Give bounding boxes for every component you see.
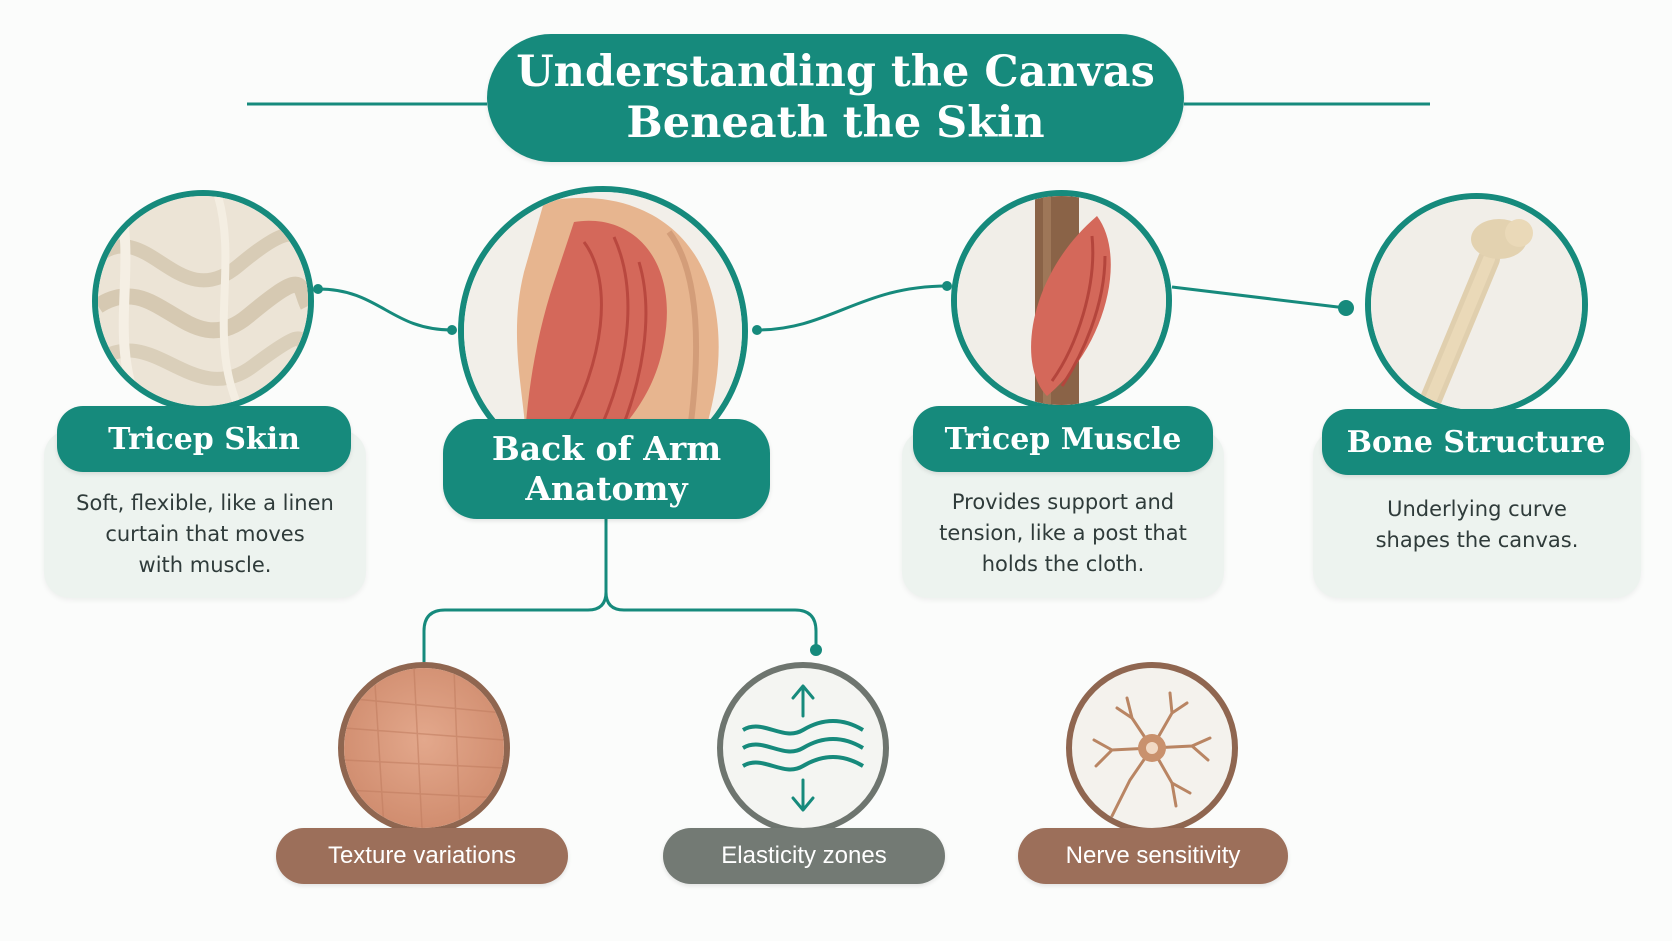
- connector-skin-center: [317, 287, 453, 332]
- description-line: Soft, flexible, like a linen: [76, 491, 334, 515]
- connector-muscle-bone: [1171, 285, 1347, 310]
- label-tricep-skin: Tricep Skin: [57, 406, 351, 472]
- sub-label-nerve-sensitivity: Nerve sensitivity: [1018, 828, 1288, 884]
- description-line: curtain that moves: [105, 522, 305, 546]
- page-title: Understanding the Canvas Beneath the Ski…: [487, 34, 1184, 162]
- sub-label-elasticity-zones: Elasticity zones: [663, 828, 945, 884]
- label-bone-structure: Bone Structure: [1322, 409, 1630, 475]
- center-label-line-2: Anatomy: [525, 469, 688, 508]
- neuron-icon: [1066, 662, 1238, 834]
- connector-center-elasticity: [604, 591, 818, 646]
- sub-label-texture-variations: Texture variations: [276, 828, 568, 884]
- description-line: holds the cloth.: [981, 552, 1145, 576]
- linen-fabric-icon: [92, 190, 314, 412]
- label-tricep-muscle: Tricep Muscle: [913, 406, 1213, 472]
- description-line: Provides support and: [951, 490, 1175, 514]
- connector-center-muscle: [756, 284, 948, 332]
- description-line: tension, like a post that: [939, 521, 1187, 545]
- description-tricep-skin: Soft, flexible, like a linen curtain tha…: [44, 488, 366, 581]
- title-line-2: Beneath the Skin: [626, 98, 1045, 148]
- description-tricep-muscle: Provides support and tension, like a pos…: [902, 487, 1224, 580]
- skin-texture-icon: [338, 662, 510, 834]
- description-bone-structure: Underlying curve shapes the canvas.: [1313, 494, 1641, 556]
- wave-arrows-icon: [717, 662, 889, 834]
- connector-center-texture: [422, 519, 608, 662]
- muscle-on-post-icon: [951, 190, 1172, 411]
- description-line: shapes the canvas.: [1375, 528, 1579, 552]
- bone-icon: [1365, 193, 1588, 416]
- center-label-back-of-arm-anatomy: Back of Arm Anatomy: [443, 419, 770, 519]
- description-line: Underlying curve: [1387, 497, 1567, 521]
- center-label-line-1: Back of Arm: [491, 429, 722, 468]
- title-line-1: Understanding the Canvas: [516, 47, 1155, 97]
- description-line: with muscle.: [138, 553, 272, 577]
